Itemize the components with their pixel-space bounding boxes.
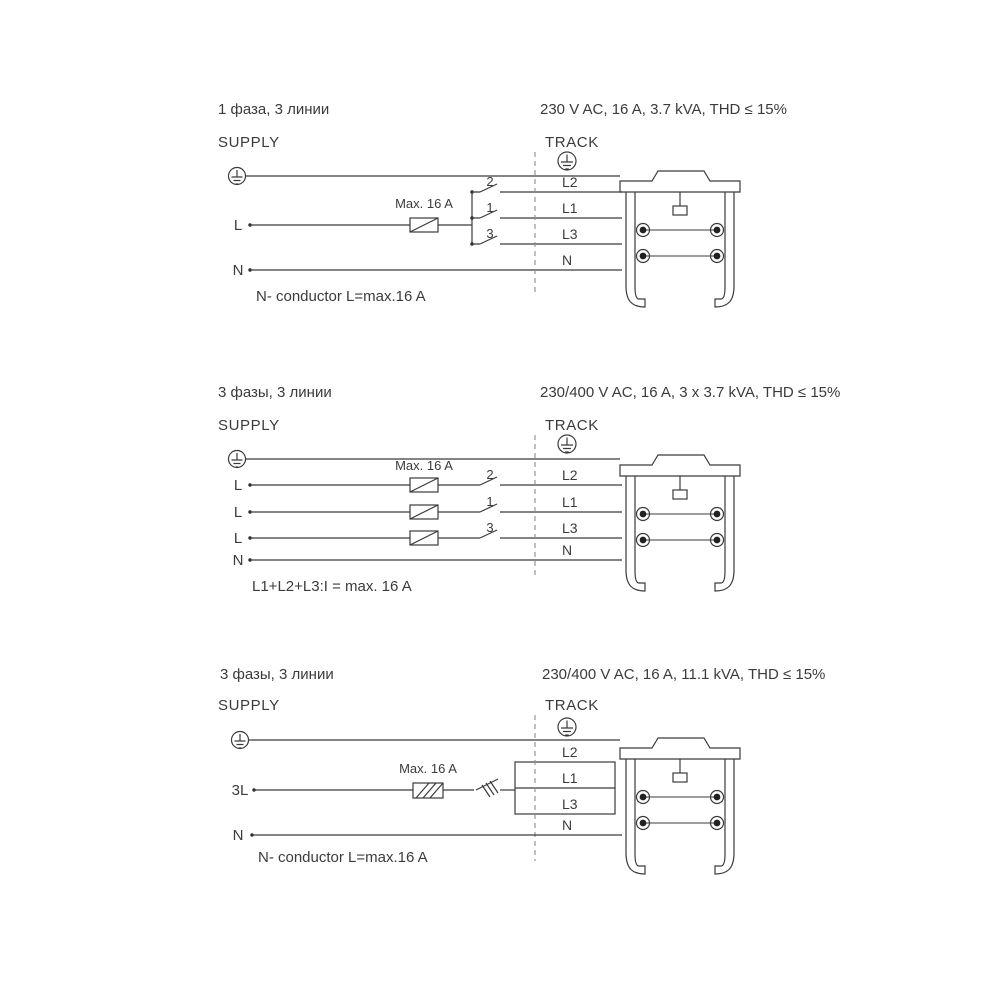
- terminal-label-l: L: [234, 530, 242, 547]
- switch-icon: [438, 529, 498, 539]
- switch-icon: [472, 235, 498, 245]
- supply-label: SUPPLY: [218, 417, 280, 434]
- note: N- conductor L=max.16 A: [256, 288, 426, 305]
- terminal-label-l: L: [234, 504, 242, 521]
- section-spec: 230/400 V AC, 16 A, 3 x 3.7 kVA, THD ≤ 1…: [540, 384, 840, 401]
- track-line-label: L3: [562, 796, 578, 812]
- terminal-label-3l: 3L: [232, 782, 249, 799]
- phase-splitter-box: [514, 761, 616, 815]
- track-earth-icon: [557, 717, 577, 737]
- fuse-label: Max. 16 A: [395, 458, 453, 473]
- track-line-label: L1: [562, 770, 578, 786]
- track-label: TRACK: [545, 697, 599, 714]
- section-spec: 230/400 V AC, 16 A, 11.1 kVA, THD ≤ 15%: [542, 666, 825, 683]
- fuse-label: Max. 16 A: [395, 196, 453, 211]
- note: N- conductor L=max.16 A: [258, 849, 428, 866]
- track-line-label: L1: [562, 200, 578, 216]
- terminal-label-l: L: [234, 217, 242, 234]
- track-line-label: L2: [562, 174, 578, 190]
- section-title: 1 фаза, 3 линии: [218, 101, 329, 118]
- section-title: 3 фазы, 3 линии: [218, 384, 332, 401]
- fuse-label: Max. 16 A: [399, 761, 457, 776]
- switch-icon: [438, 503, 498, 513]
- track-line-label: N: [562, 252, 572, 268]
- diagram-3phase-bundled: 3 фазы, 3 линии 230/400 V AC, 16 A, 11.1…: [218, 666, 825, 875]
- note: L1+L2+L3:I = max. 16 A: [252, 578, 412, 595]
- track-line-label: L1: [562, 494, 578, 510]
- diagram-3phase-3lines: 3 фазы, 3 линии 230/400 V AC, 16 A, 3 x …: [218, 384, 840, 595]
- switch-number: 1: [486, 200, 493, 215]
- switch-number: 2: [486, 174, 493, 189]
- track-label: TRACK: [545, 134, 599, 151]
- switch-number: 3: [486, 520, 493, 535]
- switch-icon: [472, 209, 498, 219]
- supply-label: SUPPLY: [218, 134, 280, 151]
- switch-number: 2: [486, 467, 493, 482]
- section-spec: 230 V AC, 16 A, 3.7 kVA, THD ≤ 15%: [540, 101, 787, 118]
- section-title: 3 фазы, 3 линии: [220, 666, 334, 683]
- switch-number: 1: [486, 494, 493, 509]
- track-line-label: N: [562, 817, 572, 833]
- terminal-label-n: N: [233, 552, 244, 569]
- track-earth-icon: [557, 434, 577, 454]
- three-conductor-mark: [481, 780, 499, 798]
- terminal-label-l: L: [234, 477, 242, 494]
- track-line-label: L2: [562, 744, 578, 760]
- terminal-label-n: N: [233, 262, 244, 279]
- supply-label: SUPPLY: [218, 697, 280, 714]
- switch-icon: [438, 476, 498, 486]
- terminal-label-n: N: [233, 827, 244, 844]
- track-earth-icon: [557, 151, 577, 171]
- diagram-1phase-3lines: 1 фаза, 3 линии 230 V AC, 16 A, 3.7 kVA,…: [218, 101, 787, 308]
- track-label: TRACK: [545, 417, 599, 434]
- track-line-label: N: [562, 542, 572, 558]
- track-line-label: L3: [562, 226, 578, 242]
- track-line-label: L3: [562, 520, 578, 536]
- track-line-label: L2: [562, 467, 578, 483]
- switch-icon: [472, 183, 498, 193]
- switch-number: 3: [486, 226, 493, 241]
